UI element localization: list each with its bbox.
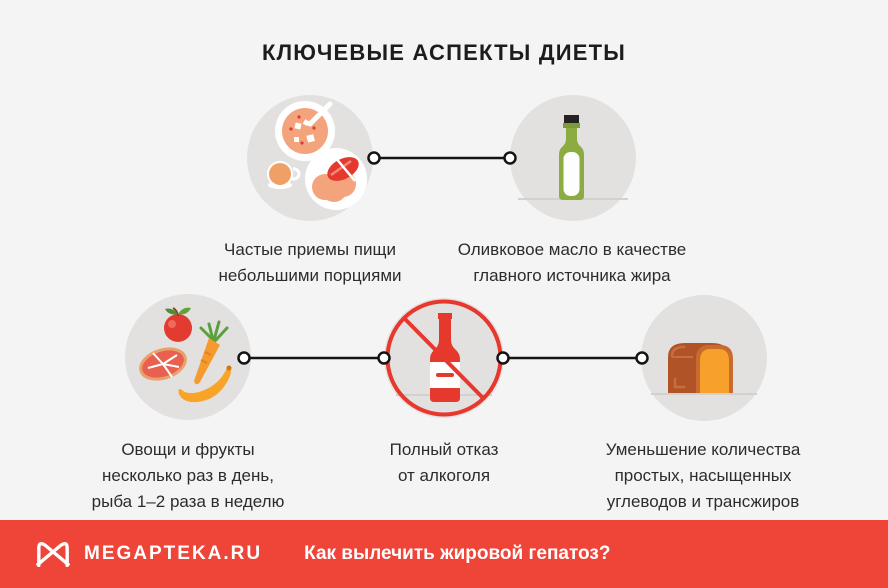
- caption-fruits-vegetables: Овощи и фрукты несколько раз в день, рыб…: [38, 437, 338, 515]
- caption-line: небольшими порциями: [218, 266, 402, 285]
- footer-question: Как вылечить жировой гепатоз?: [304, 543, 611, 564]
- feature-circle-less-carbs: [641, 295, 767, 421]
- connector-dot: [635, 351, 649, 365]
- caption-less-carbs: Уменьшение количества простых, насыщенны…: [543, 437, 863, 515]
- brand-name: MEGAPTEKA.RU: [84, 543, 263, 564]
- caption-line: рыба 1–2 раза в неделю: [91, 492, 285, 511]
- connector-dot: [496, 351, 510, 365]
- caption-line: Уменьшение количества: [605, 440, 801, 459]
- caption-frequent-meals: Частые приемы пищи небольшими порциями: [160, 237, 460, 289]
- connector-row2-right: [496, 351, 649, 365]
- caption-line: углеводов и трансжиров: [606, 492, 800, 511]
- caption-line: главного источника жира: [473, 266, 671, 285]
- page-title: КЛЮЧЕВЫЕ АСПЕКТЫ ДИЕТЫ: [262, 40, 626, 65]
- feature-circle-frequent-meals: [247, 95, 373, 221]
- bread-loaf-icon: [651, 343, 757, 395]
- meal-plate-icon: [267, 101, 367, 210]
- connector-dot: [377, 351, 391, 365]
- connector-dot: [237, 351, 251, 365]
- caption-no-alcohol: Полный отказ от алкоголя: [324, 437, 564, 489]
- no-alcohol-icon: [385, 299, 503, 417]
- footer-bar: MEGAPTEKA.RU Как вылечить жировой гепато…: [0, 520, 888, 588]
- connector-dot: [503, 151, 517, 165]
- caption-olive-oil: Оливковое масло в качестве главного исто…: [412, 237, 732, 289]
- feature-circle-no-alcohol: [384, 298, 504, 418]
- connector-row2-left: [237, 351, 391, 365]
- caption-line: простых, насыщенных: [614, 466, 792, 485]
- fruits-vegetables-icon: [139, 307, 232, 403]
- megapteka-logo-icon: [36, 542, 70, 568]
- caption-line: Частые приемы пищи: [224, 240, 396, 259]
- caption-line: Полный отказ: [389, 440, 499, 459]
- caption-line: несколько раз в день,: [102, 466, 274, 485]
- caption-line: Овощи и фрукты: [121, 440, 255, 459]
- feature-circle-olive-oil: [510, 95, 636, 221]
- olive-oil-bottle-icon: [518, 115, 628, 200]
- caption-line: от алкоголя: [397, 466, 491, 485]
- caption-line: Оливковое масло в качестве: [457, 240, 687, 259]
- feature-circle-fruits-vegetables: [125, 294, 251, 420]
- connector-row1: [367, 151, 517, 165]
- connector-dot: [367, 151, 381, 165]
